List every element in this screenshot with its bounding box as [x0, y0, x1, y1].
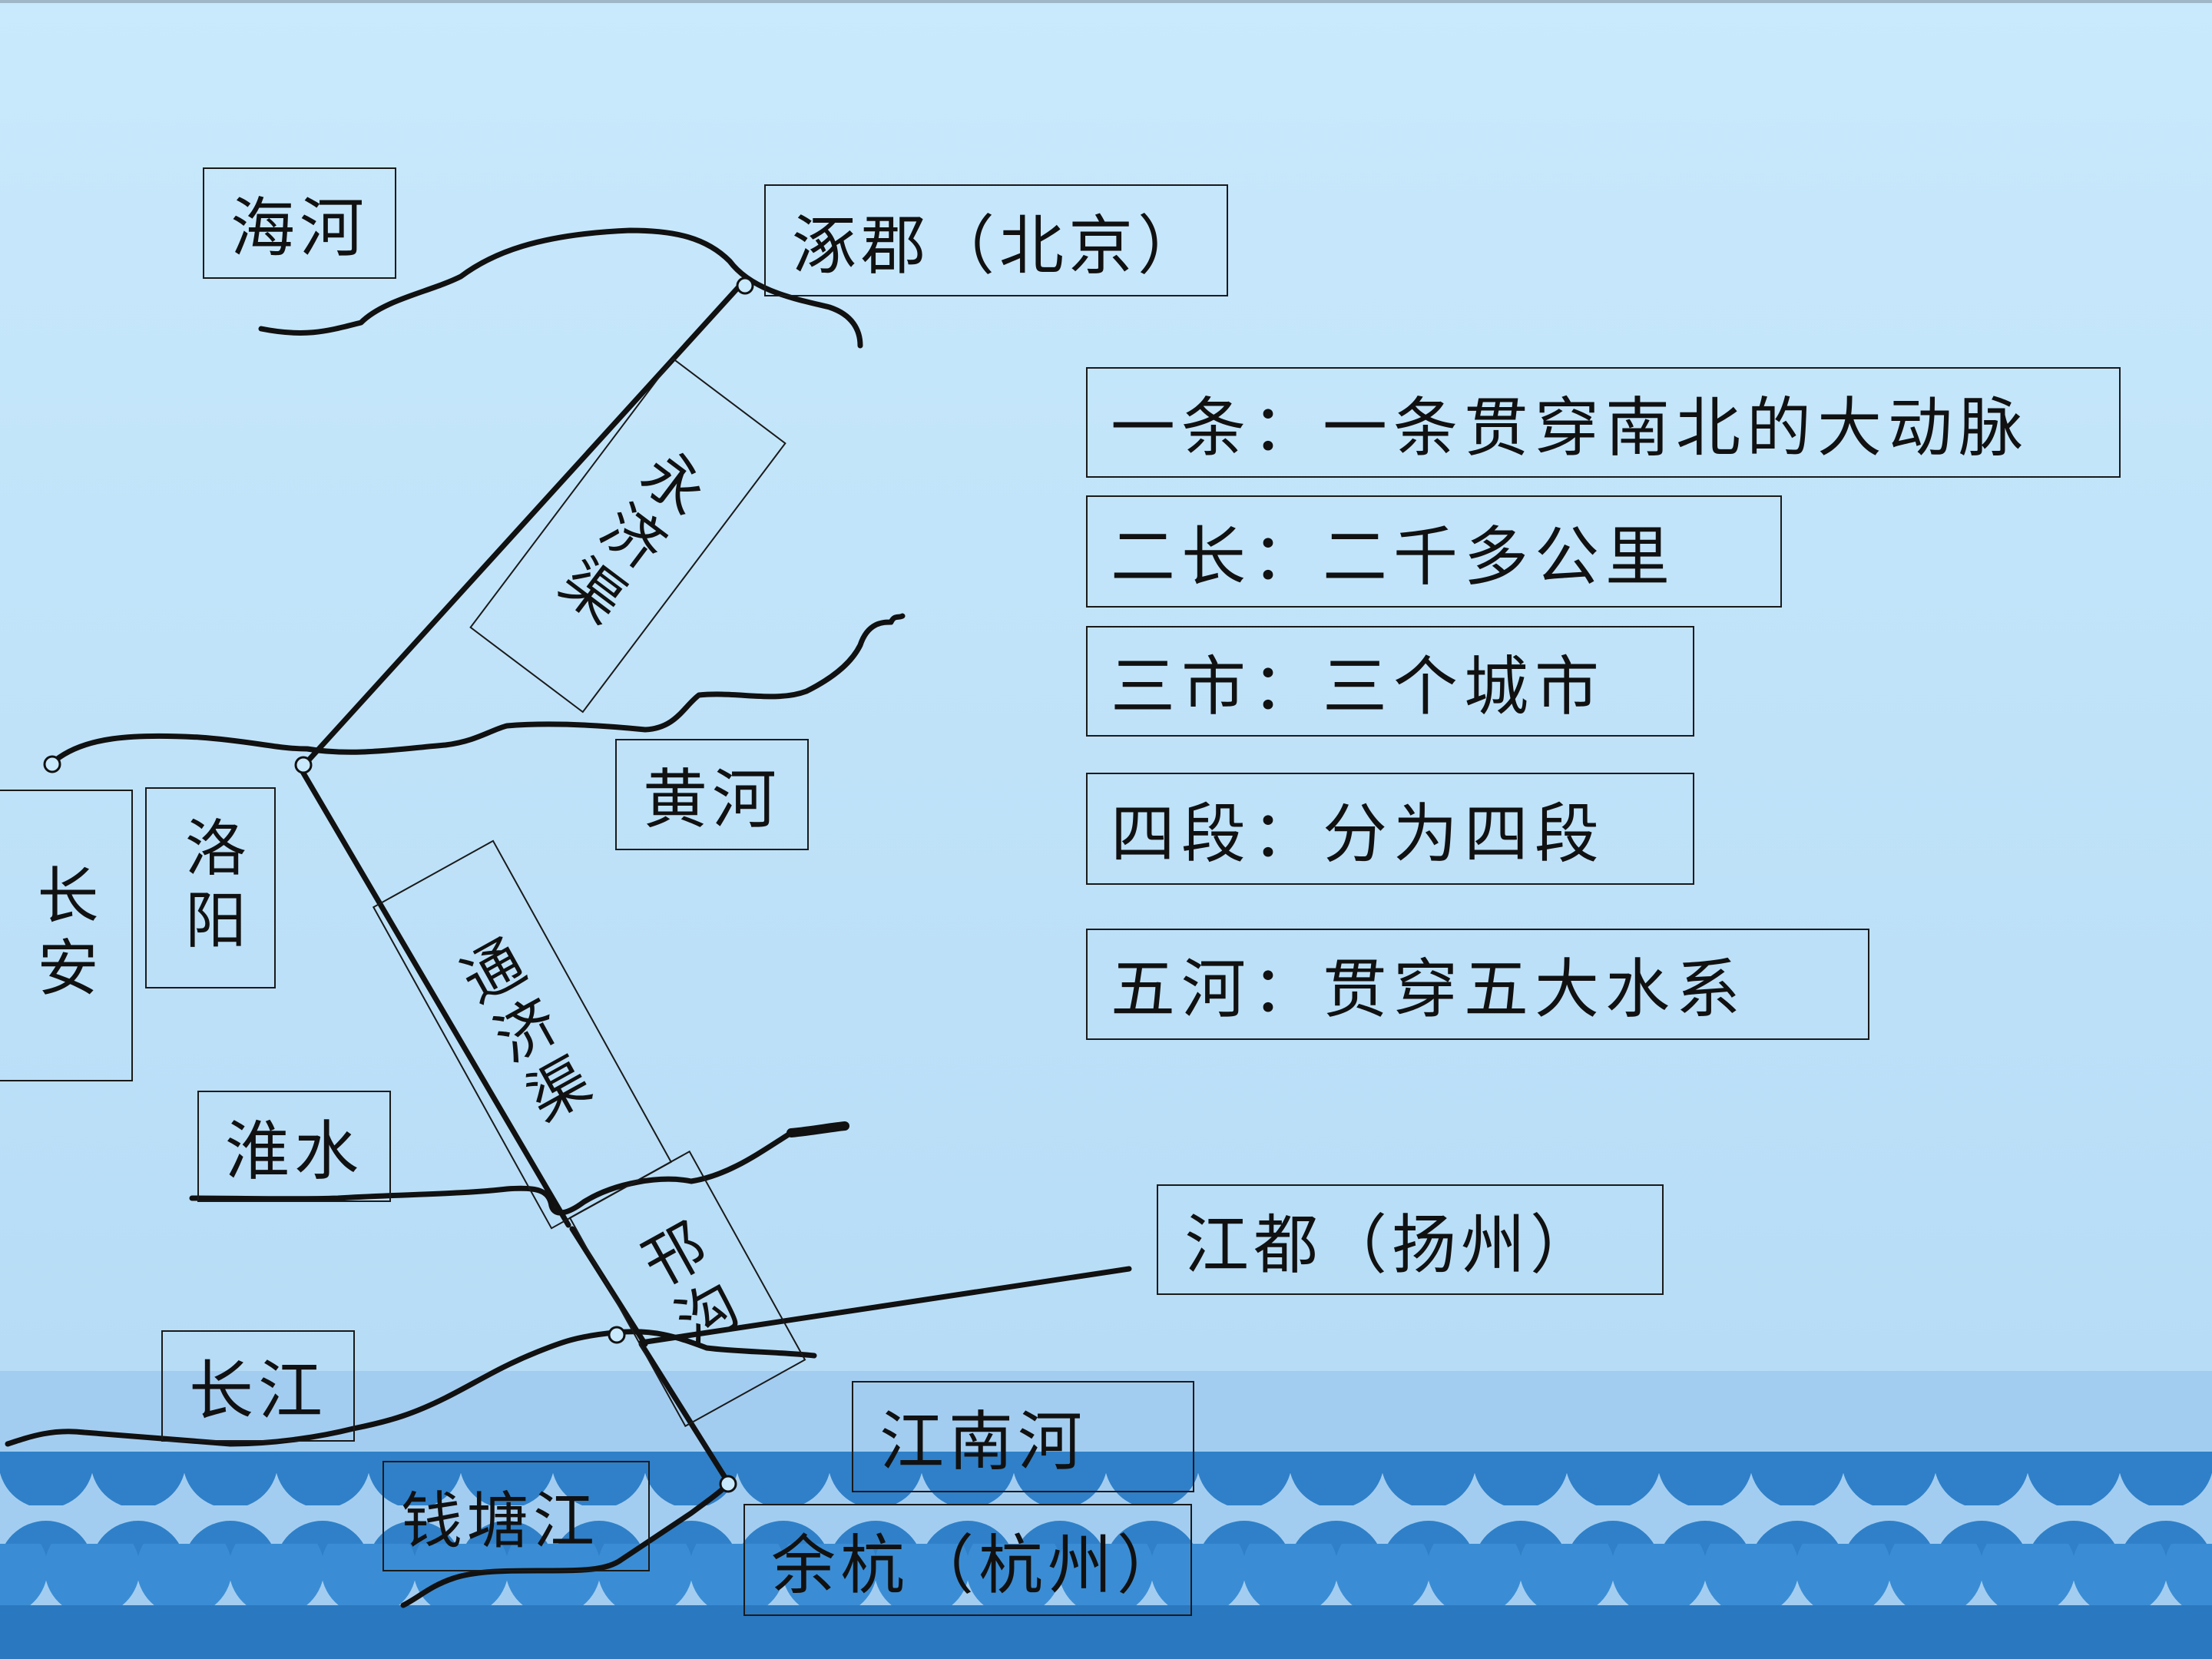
label-huanghe: 黄河 — [615, 739, 809, 850]
huanghe-river — [52, 613, 906, 763]
qiantang-river — [400, 1483, 729, 1608]
jiangnan-canal — [638, 1341, 731, 1485]
tongji-canal — [296, 763, 571, 1228]
luoyang-dot — [294, 756, 313, 774]
changan-dot — [43, 755, 61, 773]
fact-three: 三市：三个城市 — [1086, 626, 1694, 737]
label-zhuojun: 涿郡（北京） — [764, 184, 1228, 296]
fact-two: 二长：二千多公里 — [1086, 495, 1782, 608]
fact-one: 一条：一条贯穿南北的大动脉 — [1086, 367, 2121, 478]
label-huaishui: 淮水 — [197, 1091, 391, 1202]
zhuojun-dot — [736, 276, 754, 295]
jiangdu-dot — [608, 1326, 626, 1344]
label-qiantangjiang: 钱塘江 — [382, 1461, 650, 1571]
label-changjiang: 长江 — [161, 1330, 355, 1442]
fact-four: 四段：分为四段 — [1086, 773, 1694, 885]
yuhang-dot — [719, 1475, 737, 1493]
huaishui-river — [189, 1124, 848, 1216]
label-haihe: 海河 — [203, 167, 396, 279]
label-yuhang: 余杭（杭州） — [743, 1504, 1192, 1616]
hangou-canal — [569, 1226, 648, 1347]
label-changan: 长安 — [0, 790, 133, 1081]
fact-five: 五河：贯穿五大水系 — [1086, 929, 1869, 1040]
label-jiangdu: 江都（扬州） — [1157, 1184, 1664, 1295]
label-luoyang: 洛阳 — [145, 787, 276, 988]
yongji-canal — [302, 281, 744, 767]
jiangdu-branch — [638, 1266, 1132, 1346]
haihe-river — [258, 227, 863, 349]
wave-row — [0, 1452, 2212, 1559]
label-jiangnanhe: 江南河 — [852, 1381, 1194, 1492]
